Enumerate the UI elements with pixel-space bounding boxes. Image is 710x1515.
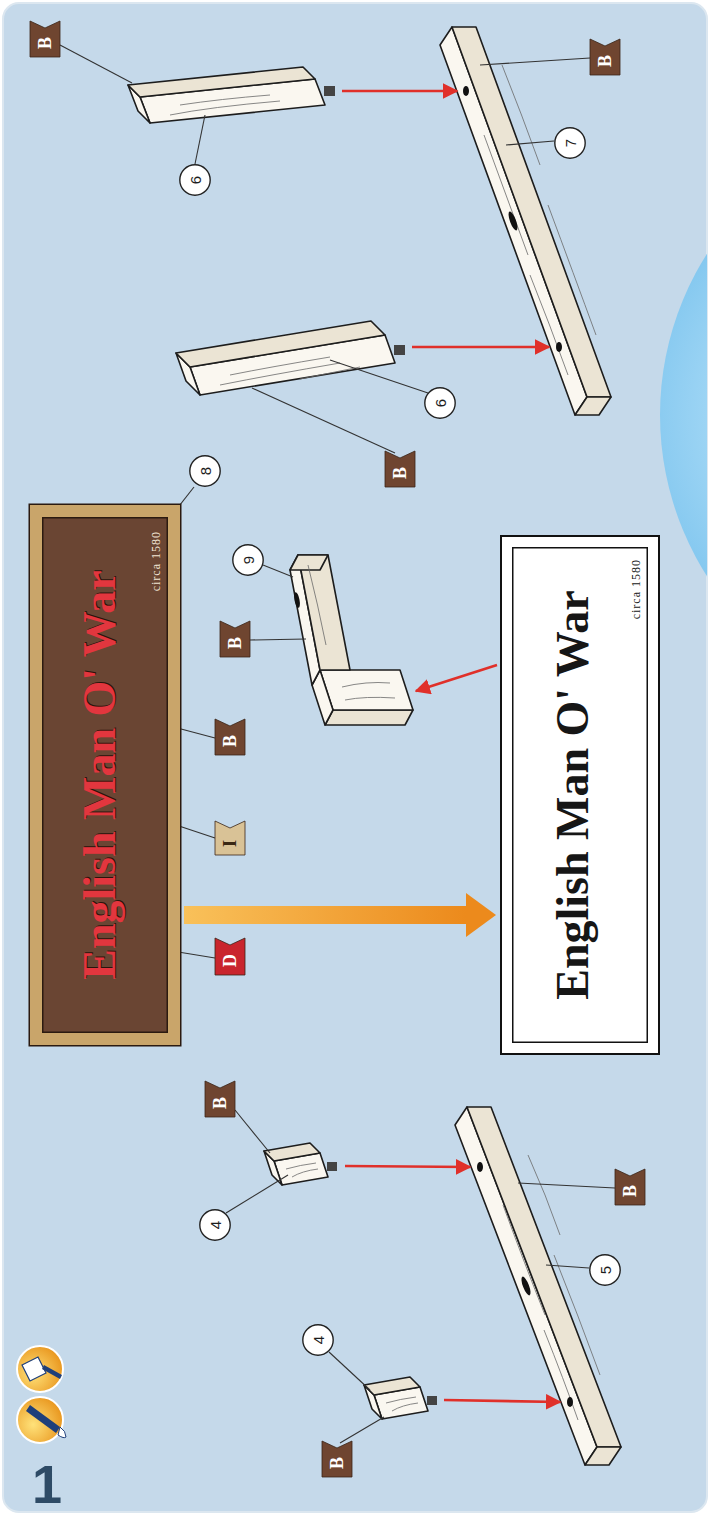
assembly-arrow [412, 346, 549, 349]
callout-circle: 7 [554, 127, 586, 159]
paint-code: B [621, 1179, 639, 1205]
flag-outline [590, 39, 620, 75]
circle-outline [233, 545, 263, 575]
part-5-beam [455, 1107, 621, 1465]
assembly-arrow [444, 1400, 560, 1402]
callout-number: 6 [188, 176, 203, 184]
paint-code: B [596, 49, 614, 75]
part-7-beam [440, 27, 611, 415]
circle-outline [425, 388, 455, 418]
flag-outline [615, 1169, 645, 1205]
plate-title: English Man O' War [75, 570, 126, 979]
callout-circle: 4 [302, 1324, 334, 1356]
flag-outline [215, 938, 245, 975]
blue-disc [660, 115, 707, 715]
circle-outline [200, 1210, 230, 1240]
callout-number: 9 [241, 556, 256, 564]
paint-flag: B [322, 1441, 352, 1477]
callout-number: 5 [598, 1266, 613, 1274]
part-6-post [176, 321, 405, 395]
step-number: 1 [32, 1457, 62, 1511]
paint-flag: D [215, 938, 245, 975]
plate-date: circa 1580 [629, 559, 644, 619]
circle-outline [555, 128, 585, 158]
circle-outline [303, 1325, 333, 1355]
paint-code: I [221, 834, 239, 855]
flag-shape [215, 821, 245, 855]
paint-code: B [391, 461, 409, 487]
part-6-post [128, 67, 335, 123]
paint-code: B [226, 631, 244, 657]
flag-outline [385, 451, 415, 487]
plate-date: circa 1580 [149, 531, 164, 591]
paint-code: B [328, 1451, 346, 1477]
paint-flag: B [30, 21, 60, 57]
circle-outline [180, 165, 210, 195]
plate-title: English Man O' War [548, 590, 599, 999]
painted-nameplate: English Man O' War circa 1580 [30, 505, 180, 1045]
arrow-head [466, 893, 496, 937]
callout-number: 6 [433, 399, 448, 407]
flow-arrow [184, 893, 496, 937]
paint-code: D [221, 948, 239, 975]
flag-outline [205, 1081, 235, 1117]
flag-outline [322, 1441, 352, 1477]
callout-circle: 4 [199, 1209, 231, 1241]
paint-code: B [211, 1091, 229, 1117]
part-9-bracket [290, 555, 413, 725]
part-4-block [364, 1377, 437, 1419]
assembly-arrow [342, 90, 457, 93]
paint-flag: B [205, 1081, 235, 1117]
paint-flag: B [385, 451, 415, 487]
panel [3, 3, 707, 1512]
part-4-block [264, 1143, 337, 1185]
callout-number: 4 [208, 1221, 223, 1229]
arrow-shaft [184, 906, 466, 924]
paint-code: B [36, 31, 54, 57]
flag-outline [215, 821, 245, 855]
flag-outline [215, 719, 245, 755]
flag-outline [220, 621, 250, 657]
circle-outline [190, 456, 220, 486]
paint-flag: B [220, 621, 250, 657]
assembly-arrow [345, 1166, 470, 1167]
unpainted-nameplate: English Man O' War circa 1580 [500, 535, 660, 1055]
callout-circle: 6 [179, 164, 211, 196]
callout-number: 8 [198, 467, 213, 475]
paint-flag: B [615, 1169, 645, 1205]
callout-circle: 8 [189, 455, 221, 487]
assembly-arrow [416, 665, 497, 691]
circle-outline [590, 1255, 620, 1285]
paint-flag: B [590, 39, 620, 75]
paint-icons [17, 1346, 66, 1443]
paint-code: B [221, 729, 239, 755]
paint-flag: B [215, 719, 245, 755]
callout-number: 7 [563, 139, 578, 147]
callout-circle: 5 [589, 1254, 621, 1286]
callout-circle: 6 [424, 387, 456, 419]
callout-circle: 9 [232, 544, 264, 576]
flag-outline [30, 21, 60, 57]
paint-flag: I [215, 821, 245, 855]
callout-number: 4 [311, 1336, 326, 1344]
